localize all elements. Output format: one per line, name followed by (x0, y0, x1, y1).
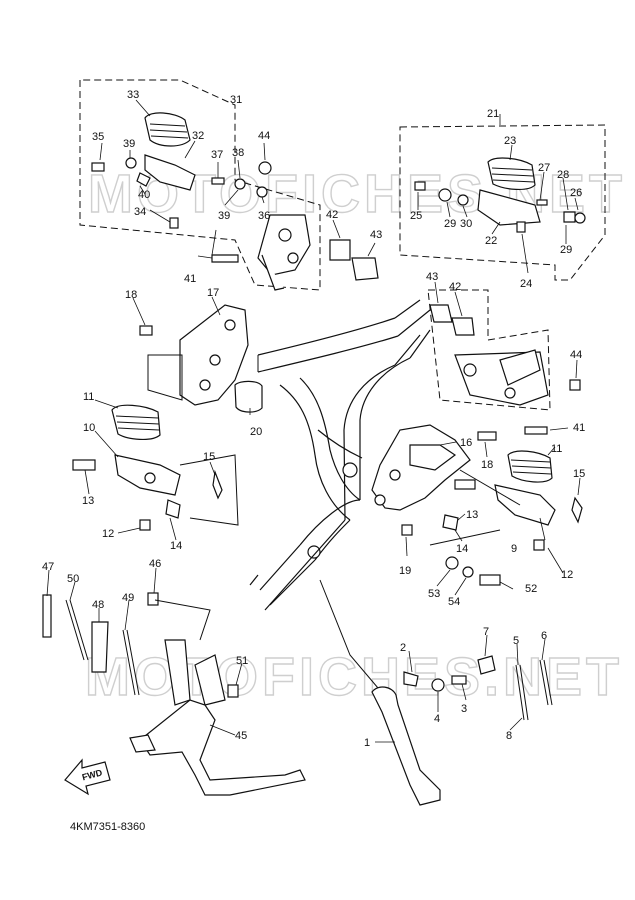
callout-21: 21 (487, 108, 499, 120)
callout-52: 52 (525, 583, 537, 595)
callout-20: 20 (250, 426, 262, 438)
callout-24: 24 (520, 278, 532, 290)
callout-43a: 43 (370, 229, 382, 241)
callout-15a: 15 (203, 451, 215, 463)
footrest-right (401, 450, 583, 586)
callout-51: 51 (236, 655, 248, 667)
callout-31: 31 (230, 94, 242, 106)
callout-13a: 13 (82, 495, 94, 507)
callout-39b: 39 (218, 210, 230, 222)
callout-41a: 41 (184, 273, 196, 285)
callout-6: 6 (541, 630, 547, 642)
callout-14b: 14 (456, 543, 468, 555)
callout-53: 53 (428, 588, 440, 600)
callout-26: 26 (570, 187, 582, 199)
right-plate-16 (342, 424, 497, 511)
callout-29b: 29 (560, 244, 572, 256)
callout-13b: 13 (466, 509, 478, 521)
callout-19: 19 (399, 565, 411, 577)
callout-9: 9 (511, 543, 517, 555)
callout-14a: 14 (170, 540, 182, 552)
callout-2: 2 (400, 642, 406, 654)
callout-4: 4 (434, 713, 440, 725)
side-stand-1 (319, 579, 553, 806)
callout-50: 50 (67, 573, 79, 585)
callout-35: 35 (92, 131, 104, 143)
callout-44a: 44 (258, 130, 270, 142)
callout-23: 23 (504, 135, 516, 147)
callout-12a: 12 (102, 528, 114, 540)
frame-outline (249, 299, 431, 611)
diagram-code: 4KM7351-8360 (70, 821, 145, 833)
callout-22: 22 (485, 235, 497, 247)
callout-30: 30 (460, 218, 472, 230)
callout-41b: 41 (573, 422, 585, 434)
callout-5: 5 (513, 635, 519, 647)
callout-17: 17 (207, 287, 219, 299)
fwd-arrow-icon: FWD (64, 758, 111, 796)
callout-48: 48 (92, 599, 104, 611)
callout-18a: 18 (125, 289, 137, 301)
callout-34: 34 (134, 206, 146, 218)
callout-11b: 11 (551, 443, 562, 455)
callout-16: 16 (460, 437, 472, 449)
callout-54: 54 (448, 596, 460, 608)
callout-8: 8 (506, 730, 512, 742)
callout-29a: 29 (444, 218, 456, 230)
callout-39a: 39 (123, 138, 135, 150)
callout-1: 1 (364, 737, 370, 749)
callout-44b: 44 (570, 349, 582, 361)
callouts: 1 2 3 4 5 6 7 8 9 10 11 11 12 12 13 13 1… (42, 89, 585, 749)
callout-42a: 42 (326, 209, 338, 221)
callout-43b: 43 (426, 271, 438, 283)
footrest-rubber-33-shape (144, 112, 191, 147)
callout-38: 38 (232, 147, 244, 159)
footrest-left (72, 404, 239, 531)
bracket-right (427, 289, 581, 435)
callout-37: 37 (211, 149, 223, 161)
callout-32: 32 (192, 130, 204, 142)
callout-42b: 42 (449, 281, 461, 293)
callout-18b: 18 (481, 459, 493, 471)
leader-lines (46, 99, 581, 743)
assembly-21 (399, 124, 606, 281)
left-plate-17 (139, 304, 263, 413)
callout-36: 36 (258, 210, 270, 222)
callout-25: 25 (410, 210, 422, 222)
callout-7: 7 (483, 626, 489, 638)
callout-47: 47 (42, 561, 54, 573)
callout-27: 27 (538, 162, 550, 174)
main-stand-45 (42, 592, 306, 796)
assembly-31 (79, 79, 379, 291)
callout-49: 49 (122, 592, 134, 604)
callout-28: 28 (557, 169, 569, 181)
callout-10: 10 (83, 422, 95, 434)
callout-15b: 15 (573, 468, 585, 480)
callout-3: 3 (461, 703, 467, 715)
callout-11a: 11 (83, 391, 94, 403)
callout-45: 45 (235, 730, 247, 742)
callout-33: 33 (127, 89, 139, 101)
callout-40: 40 (138, 189, 150, 201)
callout-12b: 12 (561, 569, 573, 581)
callout-46: 46 (149, 558, 161, 570)
